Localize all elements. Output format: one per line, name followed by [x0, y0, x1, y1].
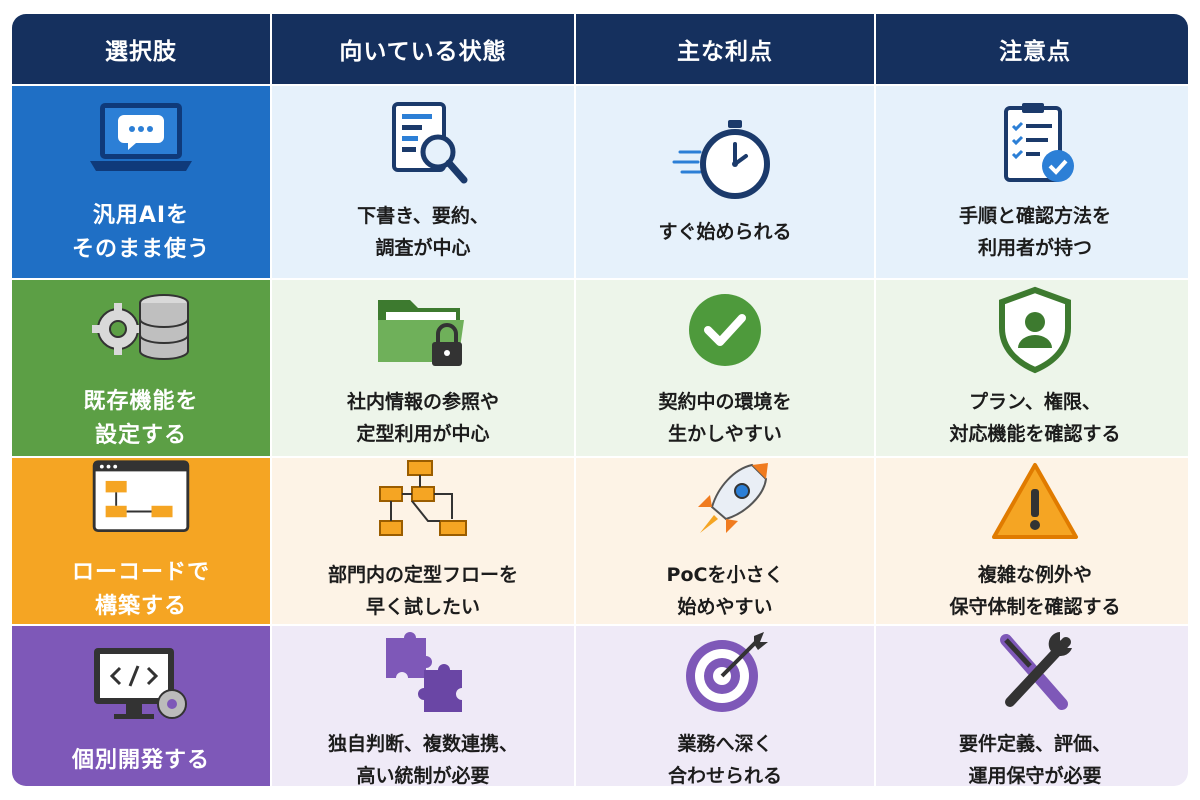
- state-text: 独自判断、複数連携、 高い統制が必要: [327, 733, 518, 786]
- benefit-text: 契約中の環境を 生かしやすい: [658, 391, 792, 445]
- target-icon: [686, 632, 768, 712]
- state-cell: 独自判断、複数連携、 高い統制が必要: [272, 626, 574, 786]
- header-caution: 注意点: [876, 14, 1188, 84]
- state-text: 社内情報の参照や 定型利用が中心: [346, 391, 499, 445]
- state-text: 下書き、要約、 調査が中心: [357, 205, 489, 259]
- state-text: 部門内の定型フローを 早く試したい: [327, 564, 518, 618]
- benefit-text: PoCを小さく 始めやすい: [666, 564, 784, 618]
- caution-cell: 複雑な例外や 保守体制を確認する: [876, 458, 1188, 624]
- option-cell: 既存機能を 設定する: [12, 280, 270, 456]
- caution-cell: 要件定義、評価、 運用保守が必要: [876, 626, 1188, 786]
- option-cell: 汎用AIを そのまま使う: [12, 86, 270, 278]
- state-cell: 下書き、要約、 調査が中心: [272, 86, 574, 278]
- shield-user-icon: [999, 286, 1071, 374]
- benefit-cell: PoCを小さく 始めやすい: [576, 458, 874, 624]
- comparison-table: 選択肢 向いている状態 主な利点 注意点 汎用AIを そのまま使う 下書き、要約…: [12, 14, 1188, 786]
- benefit-cell: 業務へ深く 合わせられる: [576, 626, 874, 786]
- benefit-text: 業務へ深く 合わせられる: [667, 733, 782, 786]
- caution-cell: プラン、権限、 対応機能を確認する: [876, 280, 1188, 456]
- checklist-icon: [1004, 103, 1074, 182]
- caution-text: 要件定義、評価、 運用保守が必要: [958, 733, 1111, 786]
- caution-text: プラン、権限、 対応機能を確認する: [949, 391, 1121, 445]
- flow-window-icon: [92, 460, 190, 533]
- benefit-cell: すぐ始められる: [576, 86, 874, 278]
- gear-database-icon: [92, 294, 189, 360]
- option-cell: 個別開発する: [12, 626, 270, 786]
- caution-text: 手順と確認方法を 利用者が持つ: [958, 205, 1111, 259]
- checkmark-circle-icon: [689, 294, 761, 366]
- state-cell: 社内情報の参照や 定型利用が中心: [272, 280, 574, 456]
- state-cell: 部門内の定型フローを 早く試したい: [272, 458, 574, 624]
- wrench-screwdriver-icon: [1000, 632, 1072, 710]
- benefit-cell: 契約中の環境を 生かしやすい: [576, 280, 874, 456]
- option-label: ローコードで 構築する: [71, 560, 210, 619]
- laptop-chat-icon: [90, 103, 192, 171]
- caution-cell: 手順と確認方法を 利用者が持つ: [876, 86, 1188, 278]
- stopwatch-icon: [672, 120, 770, 199]
- option-label: 汎用AIを そのまま使う: [71, 203, 210, 262]
- header-benefit: 主な利点: [576, 14, 874, 84]
- option-label: 既存機能を 設定する: [83, 389, 199, 448]
- caution-text: 複雑な例外や 保守体制を確認する: [949, 564, 1121, 618]
- code-monitor-icon: [94, 648, 187, 719]
- option-cell: ローコードで 構築する: [12, 458, 270, 624]
- document-search-icon: [392, 102, 468, 184]
- warning-icon: [992, 463, 1078, 539]
- benefit-text: すぐ始められる: [658, 221, 792, 243]
- puzzle-icon: [386, 632, 462, 712]
- header-state: 向いている状態: [272, 14, 574, 84]
- rocket-icon: [698, 463, 768, 533]
- option-label: 個別開発する: [71, 748, 210, 773]
- flowchart-icon: [379, 460, 467, 536]
- locked-folder-icon: [378, 300, 464, 366]
- header-option: 選択肢: [12, 14, 270, 84]
